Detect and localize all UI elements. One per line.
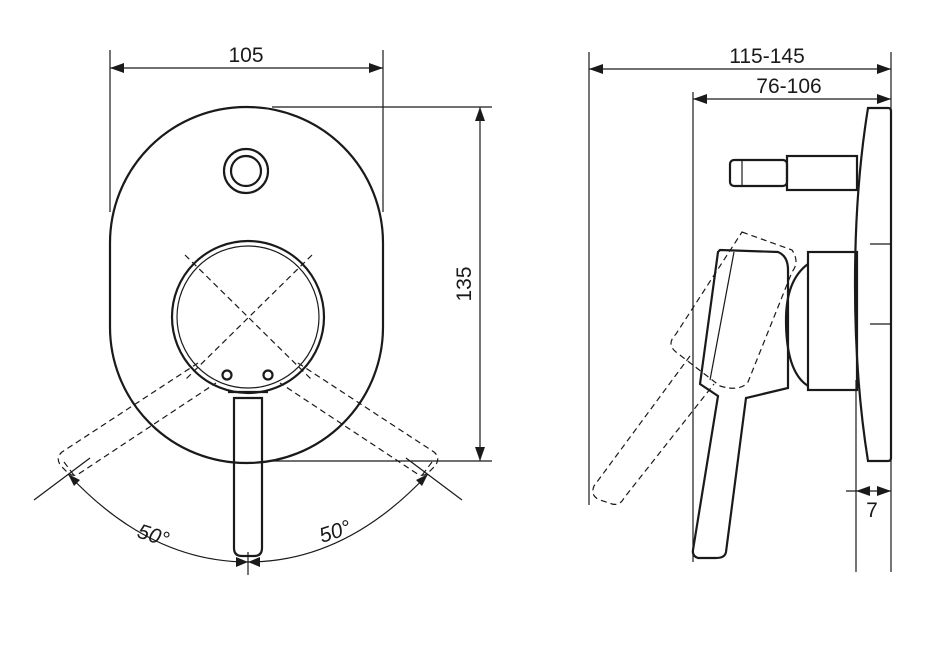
angle-radial-left <box>33 457 91 501</box>
lever-rotated-right <box>279 362 439 479</box>
side-view: 115-145 76-106 7 <box>588 45 893 572</box>
inner-arrow-left <box>693 94 707 104</box>
side-lever-raised <box>670 231 797 389</box>
wall-plate <box>853 106 893 463</box>
handle-body <box>806 250 859 392</box>
diverter-spindle <box>785 154 859 192</box>
angle-arc <box>67 473 429 563</box>
width-label: 105 <box>228 44 263 67</box>
arc-arrow-center-r <box>248 557 260 567</box>
arc-arrow-left <box>68 474 80 486</box>
screw-hole-right <box>262 369 274 381</box>
lever-rotated-left <box>57 362 217 479</box>
height-label: 135 <box>453 266 476 301</box>
angle-radial-right <box>405 457 463 501</box>
front-view: 50° 50° 105 135 <box>33 44 492 575</box>
height-arrow-top <box>475 107 485 121</box>
diverter-button-inner <box>229 154 263 188</box>
depth-arrow-right <box>877 64 891 74</box>
width-arrow-left <box>110 63 124 73</box>
side-lever <box>691 248 790 560</box>
diverter-knob <box>728 158 789 188</box>
arc-arrow-right <box>416 474 428 486</box>
handle-neck <box>784 263 809 387</box>
plate-label: 7 <box>866 499 878 522</box>
escutcheon-plate <box>108 105 385 465</box>
screw-hole-left <box>221 369 233 381</box>
angle-left-label: 50° <box>134 520 171 552</box>
arc-arrow-center-l <box>236 557 248 567</box>
plate-arrow-left <box>856 486 870 496</box>
inner-arrow-right <box>877 94 891 104</box>
width-arrow-right <box>369 63 383 73</box>
depth-inner-label: 76-106 <box>756 75 821 98</box>
handle-base-inner <box>176 245 320 389</box>
depth-total-label: 115-145 <box>729 45 805 68</box>
diverter-button-outer <box>222 147 270 195</box>
height-arrow-bottom <box>475 447 485 461</box>
lever-handle <box>232 396 264 558</box>
angle-right-label: 50° <box>316 516 353 548</box>
side-lever-edge <box>709 251 735 381</box>
plate-arrow-right <box>877 486 891 496</box>
depth-arrow-left <box>589 64 603 74</box>
